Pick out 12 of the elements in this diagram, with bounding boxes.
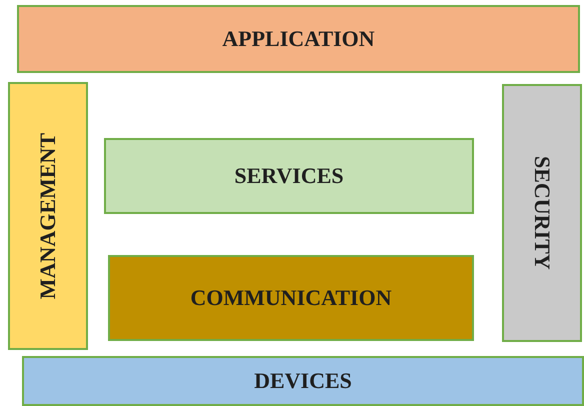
layer-title: APPLICATION	[222, 26, 375, 52]
layer-title: SECURITY	[529, 156, 555, 270]
layer-title: MANAGEMENT	[35, 132, 61, 300]
layer-panel	[8, 82, 88, 350]
layer-title: SERVICES	[234, 163, 344, 189]
layer-title: COMMUNICATION	[190, 285, 392, 311]
layer-panel	[22, 356, 584, 406]
layer-title: DEVICES	[254, 368, 352, 394]
layer-panel	[104, 138, 474, 214]
layer-panel	[17, 5, 580, 73]
layer-panel	[108, 255, 474, 341]
layer-panel	[502, 84, 582, 342]
